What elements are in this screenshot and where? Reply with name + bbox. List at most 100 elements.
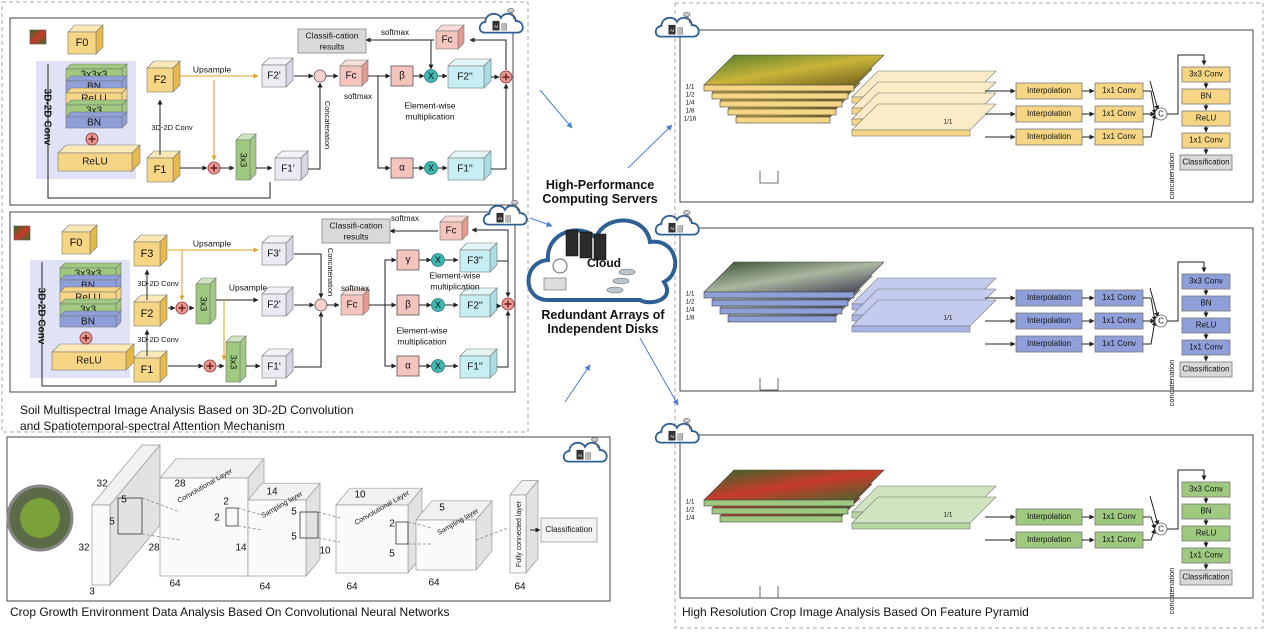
dim-k2b: 2 [214,513,220,524]
classification-label: Classification [1182,365,1229,374]
upsample-label: Upsample [193,64,232,74]
cloud-icon-cnn: AI [562,437,608,463]
server-icon [496,212,504,223]
cube-top [65,75,128,82]
server-rack-icon [565,229,579,257]
conv-layer-label: BN [81,317,95,328]
conv-to-concat-arrow [1143,90,1157,115]
plus-sign [502,73,510,81]
server-icon [576,449,584,460]
kernel2 [225,507,239,527]
conv1x1-label: 1x1 Conv [1102,86,1136,95]
image-layer-edge [711,92,849,100]
raid-title-line2: Independent Disks [547,322,659,336]
satellite-dish-icon [511,200,519,205]
slab-top [159,458,265,479]
samp2-slab [415,499,493,571]
dim-c1-w: 28 [174,479,186,490]
softmax-top-label: softmax [391,214,419,223]
ew-label-2: multiplication [405,111,454,121]
conv32-label: 3D-2D Conv [151,123,193,132]
image-layer-edge [711,299,849,307]
cube-side [209,277,217,325]
upsample-label-2: Upsample [229,282,268,292]
ew-label-2: multiplication [430,281,479,291]
ew-label-4: multiplication [397,336,446,346]
concat-symbol: C [1158,110,1164,119]
skip-to-concat-arrow [1149,80,1160,111]
image-layer-edge [719,100,843,108]
conv1x1-label: 1x1 Conv [1102,109,1136,118]
cube-top [65,99,128,106]
f0-cube [67,24,104,55]
scale-label: 1/8 [685,315,694,322]
conv3-label-1: 3x3 [199,297,209,312]
f3p-cube [261,235,294,266]
ew-label-1: Element-wise [429,270,480,280]
disk-stack-icon [612,277,630,285]
multiply-sign: X [428,71,434,81]
kernel1 [117,497,143,535]
results-box [321,218,391,244]
f2pp-cube [459,287,498,318]
image-layer-edge [703,291,855,299]
cloud-to-pyramid1-arrow [627,124,673,169]
kernel3 [299,511,319,539]
cloud-icon-pyramid2: AI [654,210,700,236]
cube-top [65,111,128,118]
slab-front [247,499,307,577]
cube-top [59,274,122,281]
cube-front [459,355,491,379]
projection-line [317,511,341,519]
conv3-label: 3x3 [239,153,249,168]
server-rack-icon [579,231,593,259]
dim-c1-d: 64 [169,579,181,590]
conv-layer-label: ReLU [75,293,101,304]
classification-label: Classification [1182,158,1229,167]
conv1x1-label: 1x1 Conv [1102,132,1136,141]
softmax-label: softmax [344,92,372,101]
sum-to-fc-arrow [469,37,507,70]
cube-front [435,30,459,50]
ai-chip-label: AI [498,216,502,221]
fc-to-alpha-arrow [377,76,391,171]
f2p-cube [261,57,294,88]
f1p-to-concat-arrow [308,82,323,170]
dim-c2-d: 64 [346,582,358,593]
slab-front [509,494,527,574]
conv-layer-label: 3x3x3 [75,269,102,280]
concat-symbol: C [1158,525,1164,534]
projection-line [407,521,433,529]
fc-to-gamma-arrow [384,257,397,305]
results-box [297,28,367,54]
plus-sign [210,164,218,172]
ai-chip-label: AI [670,28,674,33]
results-label-2: results [319,41,344,51]
cube-front [261,64,287,88]
cube-front [225,341,241,383]
f3p-label: F3' [267,249,281,260]
image-layer [703,469,885,501]
cloud-shape [654,16,700,38]
satellite-dish-icon [507,8,515,13]
f2-cube [146,60,181,93]
slab-side [525,479,539,574]
image-layer-edge [703,84,855,92]
projection-line [237,525,263,531]
f3pp-to-sum-arrow [497,260,511,298]
cloud-shape [654,214,700,236]
f1p-cube [274,150,309,181]
image-layer-edge [727,108,837,116]
fc-top-cube [439,215,469,241]
interp-label: Interpolation [1027,316,1071,325]
fc-to-alpha-arrow [384,305,397,369]
projection-line [141,533,181,541]
cube-front [133,357,161,383]
pyramid-caption: High Resolution Crop Image Analysis Base… [682,605,1029,619]
server-icon [668,24,676,35]
softmax-label: softmax [341,284,369,293]
dim-c2-h: 10 [319,546,331,557]
